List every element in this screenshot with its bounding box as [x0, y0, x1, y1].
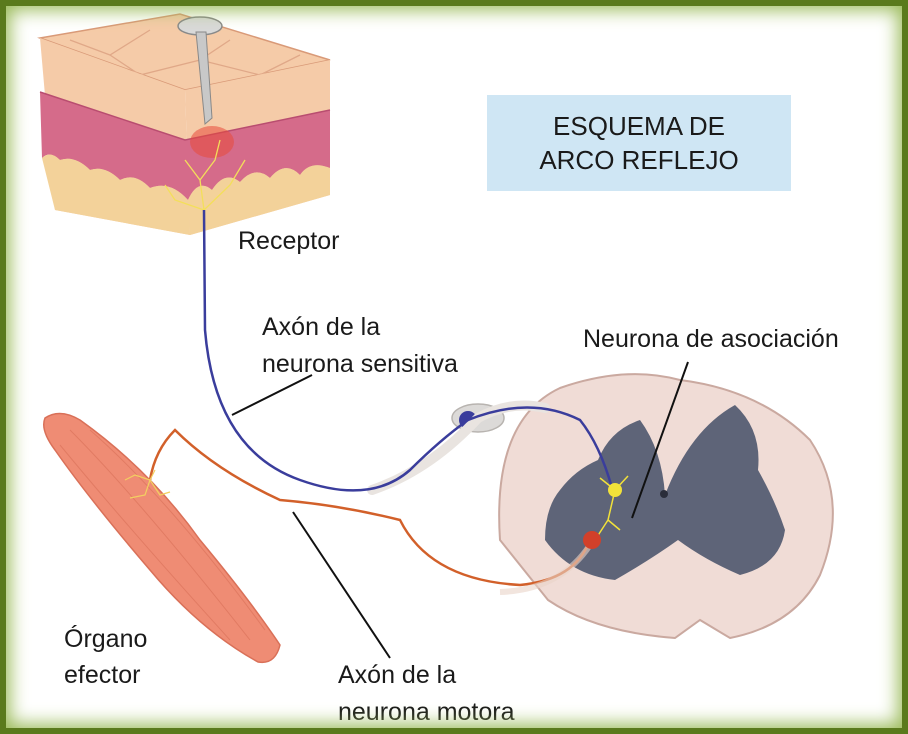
effector-label-line-1: Órgano	[64, 625, 148, 653]
muscle-effector	[43, 412, 281, 664]
motor-axon-label-line-2: neurona motora	[338, 698, 515, 726]
skin-block	[37, 13, 331, 235]
sensory-neuron-axon	[202, 209, 614, 492]
motor-axon-label-line-1: Axón de la	[338, 661, 457, 689]
effector-label-line-2: efector	[64, 661, 141, 689]
ventral-root	[499, 543, 593, 595]
association-neuron-pointer	[631, 361, 689, 519]
diagram-title-line-1: ESQUEMA DE	[553, 111, 725, 141]
spinal-cord-section	[498, 373, 834, 640]
sensory-axon-label-line-1: Axón de la	[262, 313, 381, 341]
diagram-title-box: ESQUEMA DE ARCO REFLEJO	[487, 95, 791, 191]
association-neuron-label: Neurona de asociación	[583, 325, 839, 353]
diagram-title-line-2: ARCO REFLEJO	[539, 145, 739, 175]
motor-neuron-axon	[148, 428, 592, 587]
receptor-label: Receptor	[238, 227, 340, 255]
sensory-axon-label-line-2: neurona sensitiva	[262, 350, 458, 378]
association-neuron	[594, 475, 629, 541]
sensory-axon-pointer	[231, 374, 313, 416]
motor-axon-pointer	[292, 511, 391, 659]
motor-neuron-cell-body	[583, 531, 601, 549]
